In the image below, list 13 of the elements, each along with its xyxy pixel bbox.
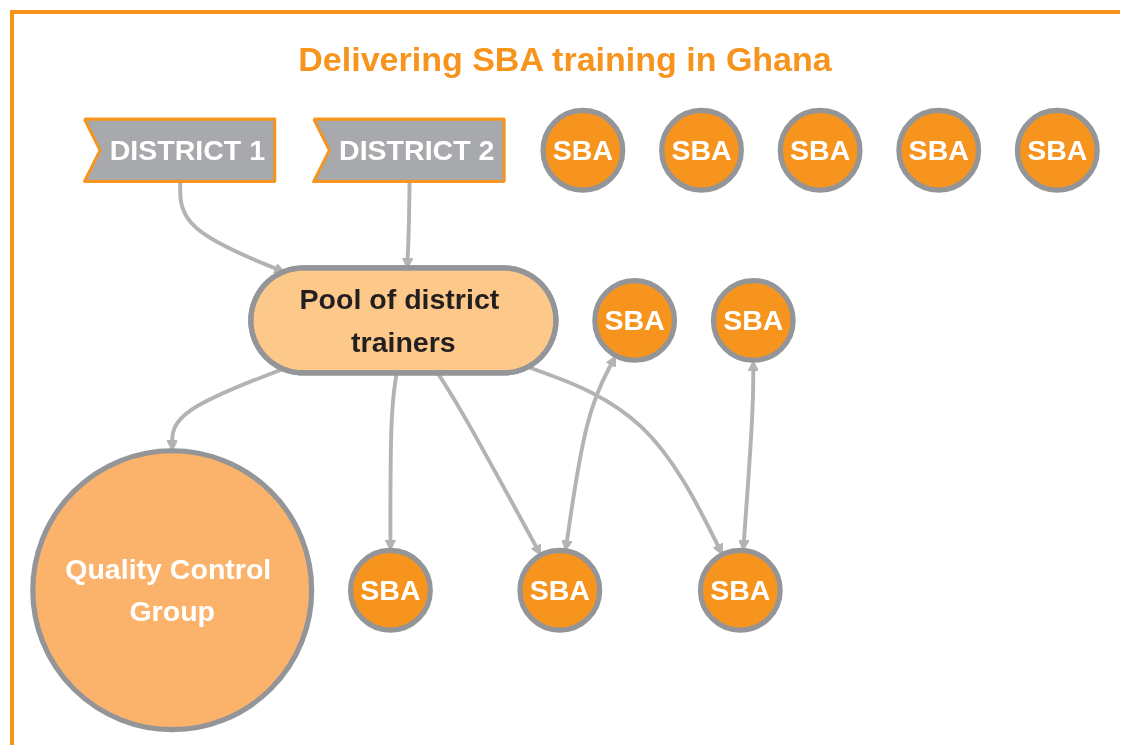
node-circle: SBA bbox=[896, 107, 982, 193]
diagram-title: Delivering SBA training in Ghana bbox=[297, 40, 833, 79]
node-circle: SBA bbox=[592, 277, 678, 363]
node-circle: SBA bbox=[1014, 107, 1100, 193]
arrow bbox=[528, 365, 723, 556]
node-circle: SBA bbox=[710, 277, 796, 363]
node-circle: SBA bbox=[540, 107, 626, 193]
node-circle: SBA bbox=[777, 107, 863, 193]
node-circle: SBA bbox=[697, 547, 783, 633]
node-circle: Quality Control Group bbox=[30, 448, 315, 733]
node-circle: SBA bbox=[659, 107, 744, 193]
node-circle: SBA bbox=[347, 547, 433, 633]
node-circle: SBA bbox=[517, 547, 603, 633]
